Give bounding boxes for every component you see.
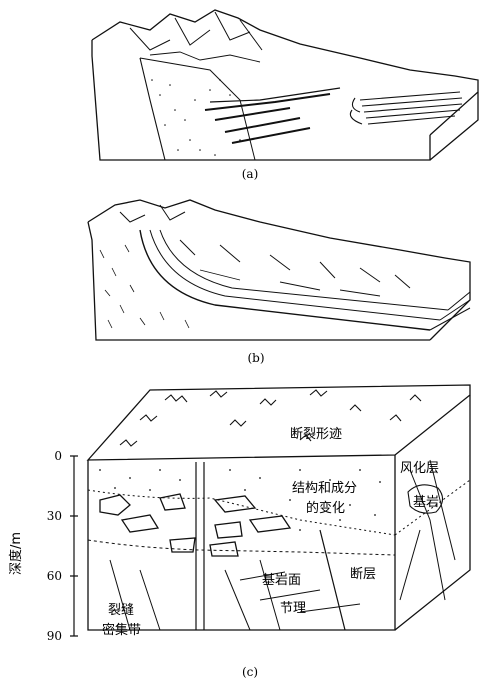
panel-a-stipple xyxy=(151,79,241,156)
depth-tick-90: 90 xyxy=(47,629,62,643)
panel-a-bedding xyxy=(349,91,463,125)
label-structure-line2: 的变化 xyxy=(306,500,345,516)
caption-c: (c) xyxy=(242,665,258,679)
panel-a-front-face xyxy=(91,40,431,161)
panel-b-front-face xyxy=(87,221,430,341)
depth-tick-0: 0 xyxy=(54,449,62,463)
depth-axis xyxy=(70,455,78,637)
panel-b-block-diagram xyxy=(87,199,471,341)
panel-b-rock-texture xyxy=(99,244,190,329)
caption-a: (a) xyxy=(242,167,259,181)
panel-c-top-face xyxy=(86,384,471,461)
panel-c-front-face xyxy=(87,455,396,631)
panel-b-slip-surface xyxy=(139,229,431,331)
label-bedrock-surface: 基岩面 xyxy=(262,573,301,588)
panel-c-stipple xyxy=(99,469,381,531)
panel-a-top-surface xyxy=(91,9,479,136)
panel-c-block-diagram xyxy=(70,384,471,637)
label-fracture-zone-line2: 密集带 xyxy=(102,622,141,638)
label-weathered-layer: 风化层 xyxy=(400,461,439,476)
label-fracture-zone-line1: 裂缝 xyxy=(108,603,134,618)
label-joint: 节理 xyxy=(280,601,306,616)
depth-axis-title: 深度/m xyxy=(8,532,24,575)
label-fault: 断层 xyxy=(350,567,376,582)
panel-a-side-face xyxy=(429,92,479,161)
label-bedrock-inset: 基岩 xyxy=(413,495,439,510)
depth-tick-60: 60 xyxy=(47,569,62,583)
panel-a-block-diagram xyxy=(91,9,479,161)
caption-b: (b) xyxy=(247,351,264,365)
panel-c-borehole xyxy=(195,462,205,630)
depth-tick-30: 30 xyxy=(47,509,62,523)
panel-a-scarp xyxy=(139,57,166,161)
panel-b-top-surface xyxy=(87,199,471,341)
panel-c-side-face xyxy=(394,395,471,631)
label-structure-line1: 结构和成分 xyxy=(292,481,357,496)
label-fracture-traces: 断裂形迹 xyxy=(290,427,342,442)
